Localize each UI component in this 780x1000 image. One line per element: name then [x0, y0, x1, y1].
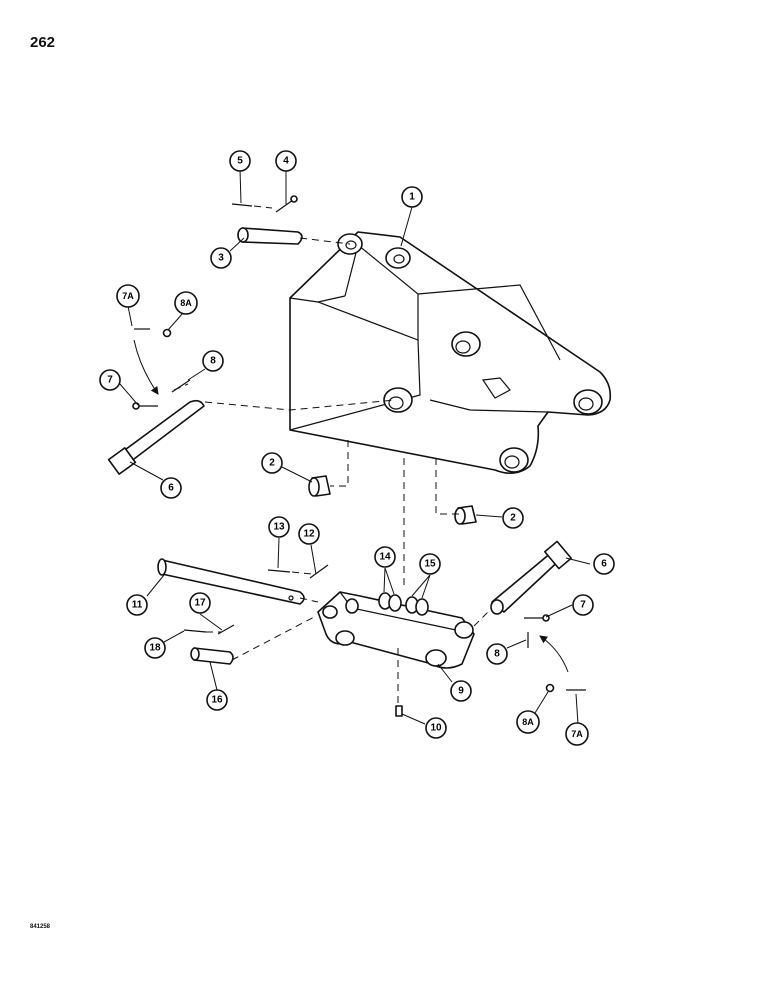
svg-text:7A: 7A	[122, 291, 134, 301]
callout-13: 13	[268, 516, 290, 538]
cotter-pin-5	[231, 203, 253, 207]
lock-bolt-17	[217, 624, 235, 635]
svg-text:18: 18	[149, 643, 161, 654]
callout-11: 11	[126, 594, 148, 616]
nut-8a-right	[545, 683, 555, 693]
svg-text:6: 6	[168, 483, 174, 494]
bushing-2-left	[308, 475, 331, 497]
callout-9: 9	[450, 680, 472, 702]
grease-fitting-10	[395, 705, 403, 717]
cotter-pin-13	[267, 569, 291, 573]
svg-text:14: 14	[379, 552, 391, 563]
callout-12: 12	[298, 523, 320, 545]
lock-bolt-4	[275, 195, 298, 213]
svg-text:2: 2	[269, 458, 275, 469]
callout-1: 1	[401, 186, 423, 208]
svg-text:6: 6	[601, 559, 607, 570]
callout-7a-left: 7A	[116, 284, 140, 308]
leader-lines	[119, 168, 591, 725]
svg-text:10: 10	[430, 723, 442, 734]
svg-text:7: 7	[107, 375, 113, 386]
callout-7-left: 7	[99, 369, 121, 391]
page-number: 262	[30, 34, 56, 51]
callout-10: 10	[425, 717, 447, 739]
bolt-7-right	[524, 614, 550, 622]
long-pin-11	[157, 558, 305, 605]
callout-6-left: 6	[160, 477, 182, 499]
upper-pin-3	[237, 227, 303, 245]
callout-3: 3	[210, 247, 232, 269]
shims-14	[378, 592, 402, 612]
callout-14: 14	[374, 546, 396, 568]
svg-text:8: 8	[210, 356, 216, 367]
nut-8a-left	[162, 328, 172, 338]
callout-5: 5	[229, 150, 251, 172]
callout-16: 16	[206, 689, 228, 711]
svg-text:5: 5	[237, 156, 243, 167]
lock-bolt-12	[309, 564, 329, 579]
callout-8-left: 8	[202, 350, 224, 372]
alignment-lines	[173, 205, 493, 704]
svg-text:15: 15	[424, 559, 436, 570]
svg-text:13: 13	[273, 522, 285, 533]
main-frame	[289, 231, 612, 474]
callout-2-upper: 2	[261, 452, 283, 474]
svg-text:8A: 8A	[180, 298, 192, 308]
cotter-pin-18	[183, 629, 207, 633]
svg-text:8A: 8A	[522, 717, 534, 727]
callout-18: 18	[144, 637, 166, 659]
svg-text:4: 4	[283, 156, 289, 167]
callout-8a-right: 8A	[516, 710, 540, 734]
svg-text:12: 12	[303, 529, 315, 540]
svg-text:7A: 7A	[571, 729, 583, 739]
small-pin-16	[190, 647, 234, 665]
svg-text:3: 3	[218, 253, 224, 264]
callout-2-lower: 2	[502, 507, 524, 529]
callout-15: 15	[419, 553, 441, 575]
callout-7a-right: 7A	[565, 722, 589, 746]
curved-arrow-right	[539, 635, 569, 673]
curved-arrow-left	[133, 339, 159, 395]
callout-7-right: 7	[572, 594, 594, 616]
shims-15	[405, 596, 429, 616]
bushing-2-right	[454, 505, 477, 525]
svg-text:9: 9	[458, 686, 464, 697]
callout-8-right: 8	[486, 643, 508, 665]
svg-text:2: 2	[510, 513, 516, 524]
mounting-bracket-9	[317, 591, 475, 669]
svg-text:1: 1	[409, 192, 415, 203]
callout-4: 4	[275, 150, 297, 172]
swing-pin-right-6	[490, 540, 572, 615]
svg-text:16: 16	[211, 695, 223, 706]
catalog-code: 841258	[30, 924, 51, 930]
callout-8a-left: 8A	[174, 291, 198, 315]
callout-6-right: 6	[593, 553, 615, 575]
swing-pin-left-6	[107, 399, 205, 475]
svg-text:11: 11	[132, 600, 143, 611]
svg-text:8: 8	[494, 649, 500, 660]
callout-17: 17	[189, 592, 211, 614]
svg-text:7: 7	[580, 600, 586, 611]
svg-text:17: 17	[194, 598, 206, 609]
